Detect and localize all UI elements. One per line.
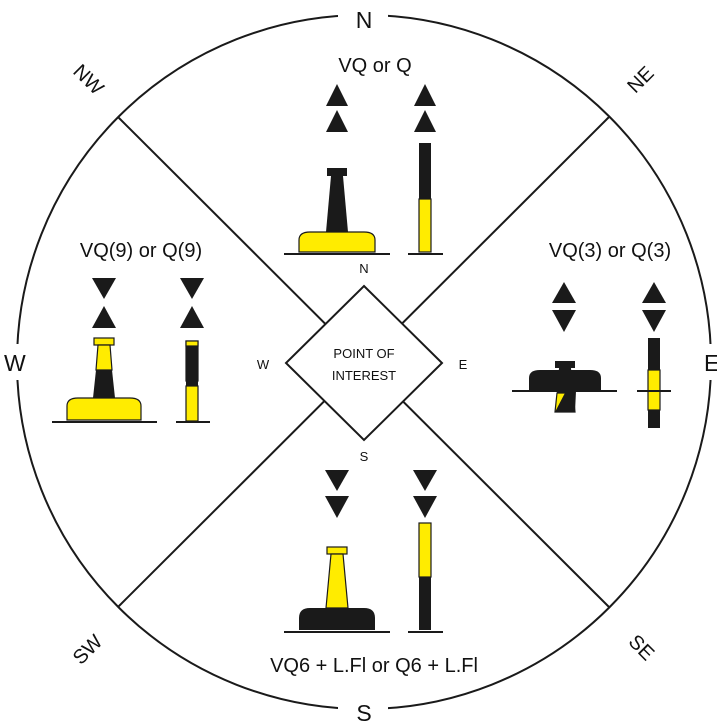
west-buoy bbox=[52, 337, 157, 423]
south-spar-topmark bbox=[413, 470, 437, 518]
center-line2: INTEREST bbox=[332, 368, 396, 383]
east-spar bbox=[637, 338, 671, 428]
north-light-label: VQ or Q bbox=[338, 55, 411, 77]
center-line1: POINT OF bbox=[333, 346, 394, 361]
west-spar-topmark bbox=[180, 278, 204, 328]
east-buoy bbox=[512, 361, 617, 413]
north-spar bbox=[408, 143, 443, 255]
center-w-label: W bbox=[257, 357, 270, 372]
compass-n-label: N bbox=[356, 7, 373, 33]
south-buoy-topmark bbox=[325, 470, 349, 518]
south-light-label: VQ6 + L.Fl or Q6 + L.Fl bbox=[270, 655, 478, 677]
w-label-bg bbox=[0, 344, 30, 380]
compass-e-label: E bbox=[704, 350, 717, 376]
center-e-label: E bbox=[459, 357, 468, 372]
west-buoy-topmark bbox=[92, 278, 116, 328]
west-spar bbox=[176, 340, 210, 423]
n-label-bg bbox=[338, 2, 388, 32]
east-spar-topmark bbox=[642, 282, 666, 332]
point-of-interest-diamond bbox=[284, 284, 444, 442]
north-spar-topmark bbox=[414, 84, 436, 132]
east-buoy-topmark bbox=[552, 282, 576, 332]
south-spar bbox=[408, 522, 443, 633]
e-label-bg bbox=[700, 344, 717, 380]
north-buoy-topmark bbox=[326, 84, 348, 132]
north-buoy bbox=[284, 168, 390, 255]
compass-w-label: W bbox=[4, 350, 26, 376]
s-label-bg bbox=[338, 694, 388, 724]
compass-s-label: S bbox=[356, 700, 371, 725]
south-buoy bbox=[284, 546, 390, 633]
center-s-label: S bbox=[360, 449, 369, 464]
west-light-label: VQ(9) or Q(9) bbox=[80, 240, 202, 262]
center-n-label: N bbox=[359, 261, 368, 276]
east-light-label: VQ(3) or Q(3) bbox=[549, 240, 671, 262]
